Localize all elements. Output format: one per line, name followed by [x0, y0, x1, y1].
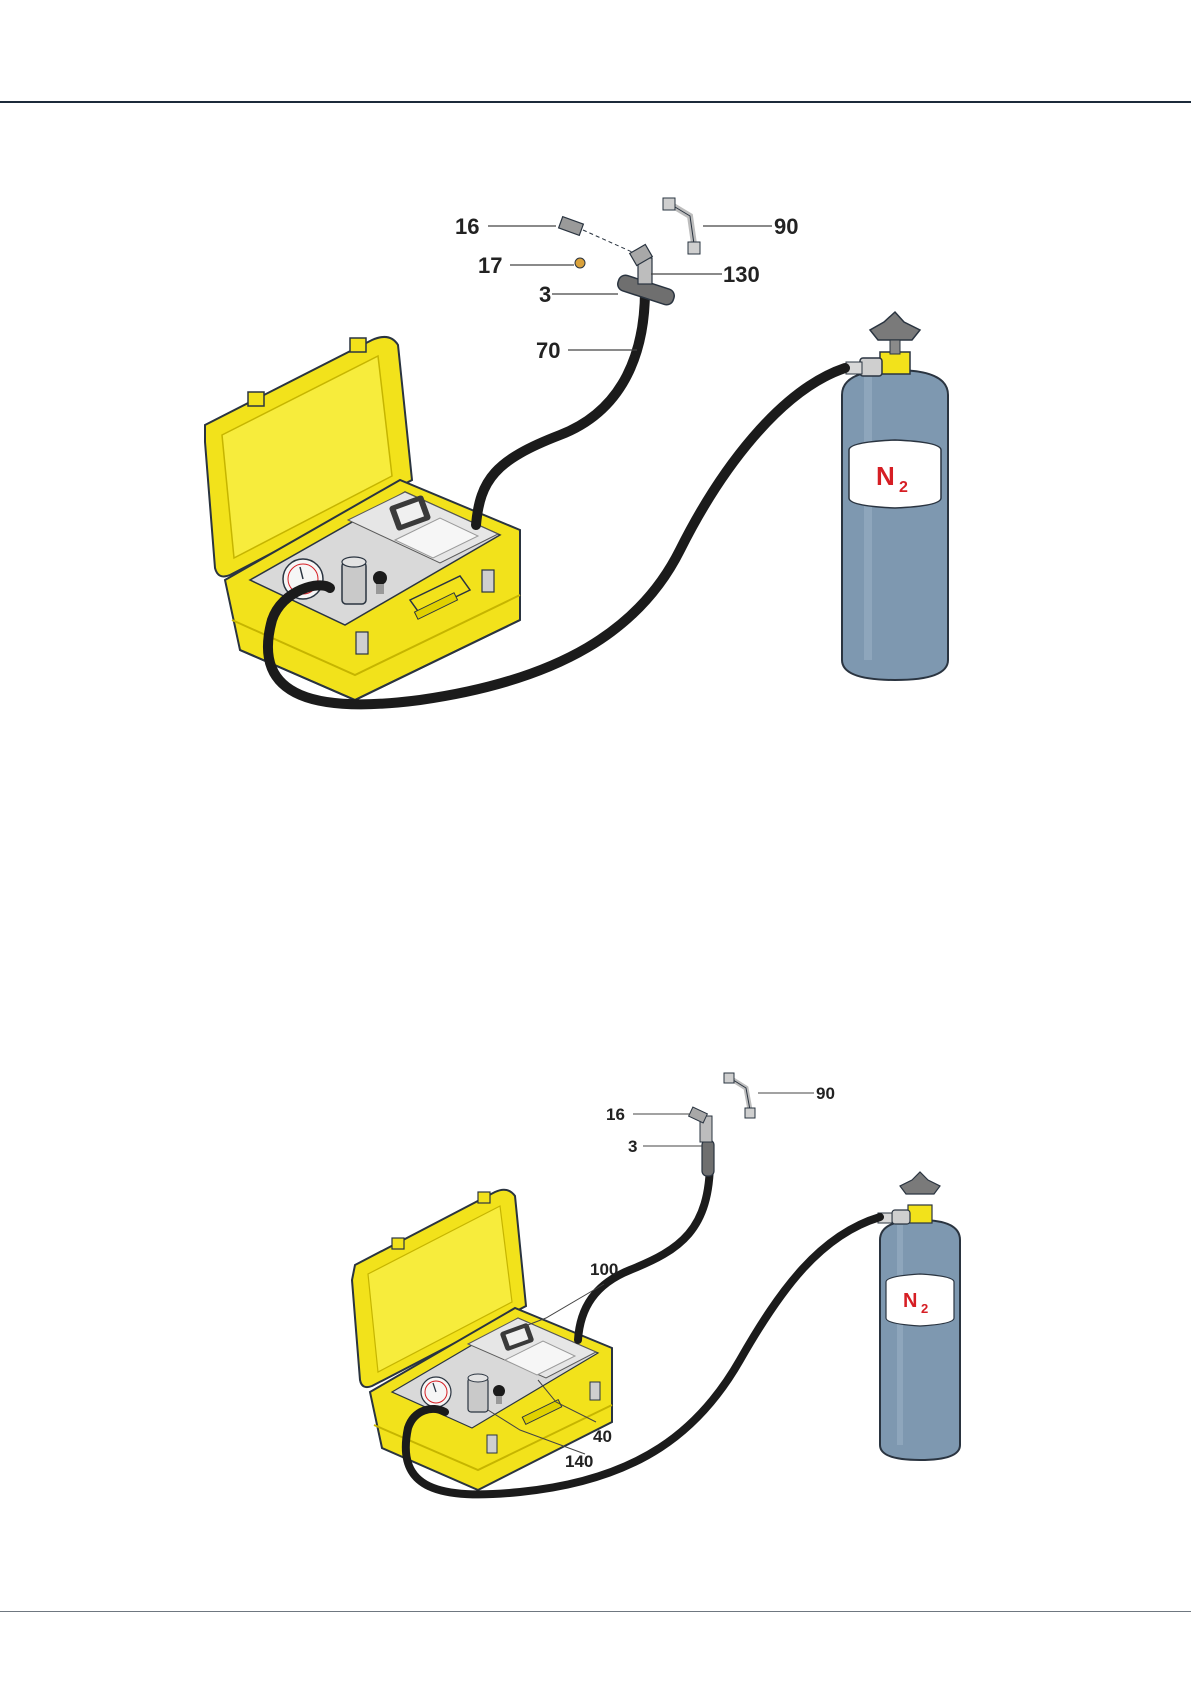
- test-case: [352, 1190, 612, 1490]
- cylinder-n-label: N: [903, 1290, 917, 1312]
- label-17: 17: [478, 253, 502, 278]
- fittings-group: [559, 198, 700, 307]
- filter-housing: [342, 562, 366, 604]
- filter-housing: [468, 1378, 488, 1412]
- valve-knob-icon: [493, 1385, 505, 1397]
- cylinder-sub-label: 2: [921, 1301, 928, 1316]
- label-90: 90: [774, 214, 798, 239]
- label-16: 16: [455, 214, 479, 239]
- label-130: 130: [723, 262, 760, 287]
- valve-knob-icon: [373, 571, 387, 585]
- cylinder-n-label: N: [876, 461, 895, 491]
- label-90: 90: [816, 1084, 835, 1103]
- adapter-16: [559, 217, 584, 236]
- seal-ring-17: [575, 258, 585, 268]
- label-100: 100: [590, 1260, 618, 1279]
- bent-tube-90: [688, 242, 700, 254]
- nitrogen-cylinder: N 2: [842, 312, 948, 680]
- footer-rule: [0, 1611, 1191, 1612]
- bent-tube-90: [745, 1108, 755, 1118]
- fittings-group: [689, 1073, 755, 1176]
- hose-3: [578, 1160, 710, 1340]
- regulator-body: [860, 358, 882, 376]
- nitrogen-cylinder: N 2: [878, 1172, 960, 1460]
- t-handle-3: [702, 1140, 714, 1176]
- hose-70: [476, 290, 645, 525]
- adapter-16: [689, 1107, 708, 1123]
- cylinder-sub-label: 2: [899, 479, 908, 496]
- valve-handwheel-icon: [870, 312, 920, 340]
- label-3: 3: [628, 1137, 637, 1156]
- figure-1-diagram: N 2: [0, 180, 1191, 740]
- label-16: 16: [606, 1105, 625, 1124]
- label-3: 3: [539, 282, 551, 307]
- header-rule: [0, 101, 1191, 103]
- figure-2-diagram: N 2: [0, 1060, 1191, 1510]
- label-70: 70: [536, 338, 560, 363]
- label-140: 140: [565, 1452, 593, 1471]
- label-40: 40: [593, 1427, 612, 1446]
- valve-handwheel-icon: [900, 1172, 940, 1194]
